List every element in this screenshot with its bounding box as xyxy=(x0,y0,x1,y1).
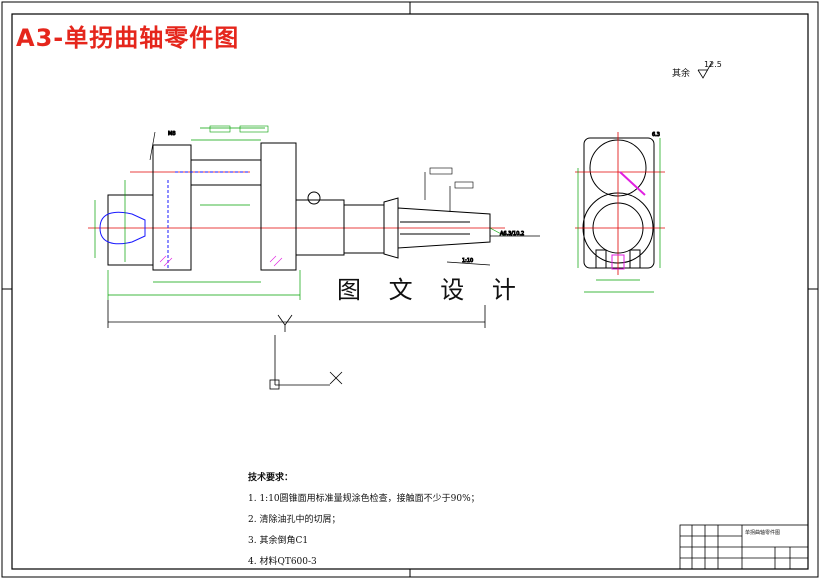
datum-circle xyxy=(307,191,321,205)
title-block-name: 单拐曲轴零件图 xyxy=(745,530,781,536)
main-journal xyxy=(295,199,345,256)
right-crank-web xyxy=(260,142,297,271)
taper-shoulder xyxy=(383,197,399,259)
ucs-icon xyxy=(269,314,343,390)
left-shaft-end xyxy=(107,194,154,266)
side-foot-right xyxy=(629,249,641,269)
taper-shaft xyxy=(397,207,491,249)
requirement-item: 1. 1:10圆锥面用标准量规涂色检查，接触面不少于90%； xyxy=(248,494,480,504)
left-crank-web xyxy=(152,144,192,271)
roughness-note-text: 其余 xyxy=(672,69,691,79)
requirements-heading: 技术要求： xyxy=(248,473,294,483)
side-roughness-label: 6.3 xyxy=(652,132,660,138)
roughness-value: 12.5 xyxy=(704,60,722,69)
title-block xyxy=(679,524,809,570)
side-foot-left xyxy=(595,249,607,269)
gdt-frame-1 xyxy=(429,167,453,175)
roughness-symbol xyxy=(697,61,713,79)
side-outline xyxy=(583,137,655,269)
roughness-note: 其余 12.5 xyxy=(672,60,722,79)
keyway-note: A6.3/10.2 xyxy=(500,231,524,237)
gdt-frame-4 xyxy=(239,125,269,133)
drawing-title: A3-单拐曲轴零件图 xyxy=(16,24,240,52)
requirement-item: 2. 清除油孔中的切屑； xyxy=(248,515,341,525)
hatch-area xyxy=(159,255,283,267)
side-view: 6.3 xyxy=(575,132,665,293)
taper-note: 1:10 xyxy=(462,258,473,264)
leader-lines xyxy=(149,131,540,266)
side-oil-hole xyxy=(619,171,646,196)
shaft-step xyxy=(343,204,385,254)
gdt-frame-2 xyxy=(454,181,474,189)
front-dimensions xyxy=(94,127,506,300)
thread-note: M8 xyxy=(168,131,176,137)
requirement-item: 4. 材料QT600-3 xyxy=(248,557,317,567)
technical-requirements: 技术要求： 1. 1:10圆锥面用标准量规涂色检查，接触面不少于90%； 2. … xyxy=(248,468,480,573)
watermark: 图 文 设 计 xyxy=(335,270,528,305)
front-view: A6.3/10.2 1:10 M8 xyxy=(88,125,540,328)
requirement-item: 3. 其余倒角C1 xyxy=(248,536,309,546)
side-dimensions xyxy=(577,138,661,293)
left-pulley-hole xyxy=(99,211,146,245)
side-keyway xyxy=(611,254,625,270)
gdt-frame-3 xyxy=(209,125,231,133)
